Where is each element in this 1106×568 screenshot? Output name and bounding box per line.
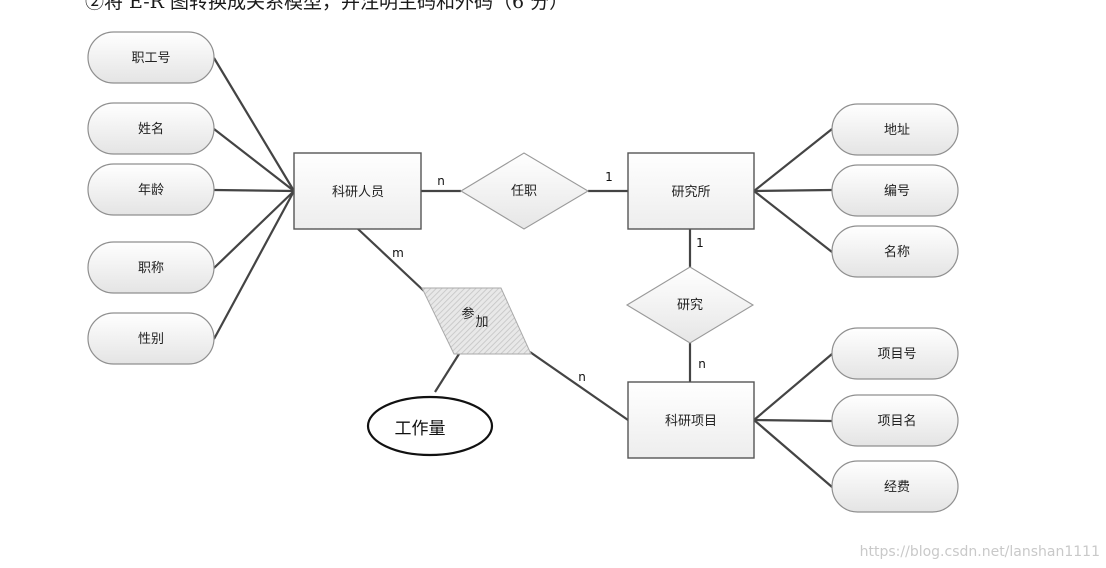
link-title <box>213 190 295 269</box>
entity-institute <box>627 152 755 230</box>
attr-project-number-label: 项目号 <box>877 347 916 362</box>
card-researcher-appointment: n <box>437 174 445 188</box>
project-attributes: 项目号 项目名 经费 <box>831 327 959 513</box>
entity-project-label: 科研项目 <box>665 414 717 429</box>
link-participate-workload <box>434 353 460 393</box>
attr-age <box>87 163 215 216</box>
entity-project <box>627 381 755 459</box>
cardinalities: n 1 1 n m n <box>392 170 706 384</box>
card-research-project: n <box>698 357 706 371</box>
relationships: 任职 研究 参 加 <box>421 152 755 355</box>
attr-address <box>831 103 959 156</box>
link-funding <box>753 419 833 488</box>
attr-funding-label: 经费 <box>884 480 910 495</box>
relationship-research-label: 研究 <box>677 298 703 313</box>
watermark: https://blog.csdn.net/lanshan1111 <box>859 544 1100 560</box>
attr-staff-id <box>87 31 215 84</box>
card-appointment-institute: 1 <box>605 170 613 184</box>
attr-age-label: 年龄 <box>138 183 164 198</box>
link-gender <box>213 190 295 340</box>
researcher-attributes: 职工号 姓名 年龄 职称 性别 <box>87 31 215 365</box>
institute-attributes: 地址 编号 名称 <box>831 103 959 278</box>
attr-project-name-label: 项目名 <box>877 413 916 429</box>
link-researcher-participate <box>357 228 425 292</box>
card-researcher-participate: m <box>392 246 404 260</box>
card-institute-research: 1 <box>696 236 704 250</box>
attr-workload <box>366 395 494 457</box>
attr-funding <box>831 460 959 513</box>
link-project-number <box>753 353 833 421</box>
attr-project-name <box>831 394 959 447</box>
attr-gender-label: 性别 <box>138 332 164 347</box>
relationship-participate <box>421 287 532 355</box>
attr-address-label: 地址 <box>884 123 910 138</box>
link-name <box>213 128 295 192</box>
attr-number <box>831 164 959 217</box>
relationship-participate-label-b: 加 <box>475 315 488 330</box>
relationship-participate-label-a: 参 <box>461 306 474 322</box>
attr-inst-name-label: 名称 <box>884 244 910 260</box>
link-project-name <box>753 418 833 423</box>
relationship-appointment <box>459 152 590 230</box>
link-inst-name <box>753 190 833 253</box>
attr-title-label: 职称 <box>138 261 164 276</box>
attr-inst-name <box>831 225 959 278</box>
entities: 科研人员 研究所 科研项目 <box>293 152 755 459</box>
attr-name <box>87 102 215 155</box>
card-participate-project: n <box>578 370 586 384</box>
relationship-appointment-label: 任职 <box>511 184 537 199</box>
link-address <box>753 128 833 192</box>
connector-lines <box>213 57 833 488</box>
relationship-research <box>625 266 755 344</box>
attr-project-number <box>831 327 959 380</box>
attr-workload-label: 工作量 <box>395 419 446 439</box>
attr-title <box>87 241 215 294</box>
attr-staff-id-label: 职工号 <box>131 51 170 66</box>
link-staff-id <box>213 57 295 192</box>
link-age <box>213 188 295 193</box>
entity-researcher-label: 科研人员 <box>332 185 384 200</box>
entity-institute-label: 研究所 <box>671 185 710 200</box>
page-heading: ②将 E-R 图转换成关系模型，并注明主码和外码（6 分） <box>85 0 569 13</box>
attr-gender <box>87 312 215 365</box>
attr-name-label: 姓名 <box>138 121 164 137</box>
entity-researcher <box>293 152 422 230</box>
link-participate-project <box>529 351 629 421</box>
attr-number-label: 编号 <box>884 184 910 199</box>
link-number <box>753 188 833 193</box>
